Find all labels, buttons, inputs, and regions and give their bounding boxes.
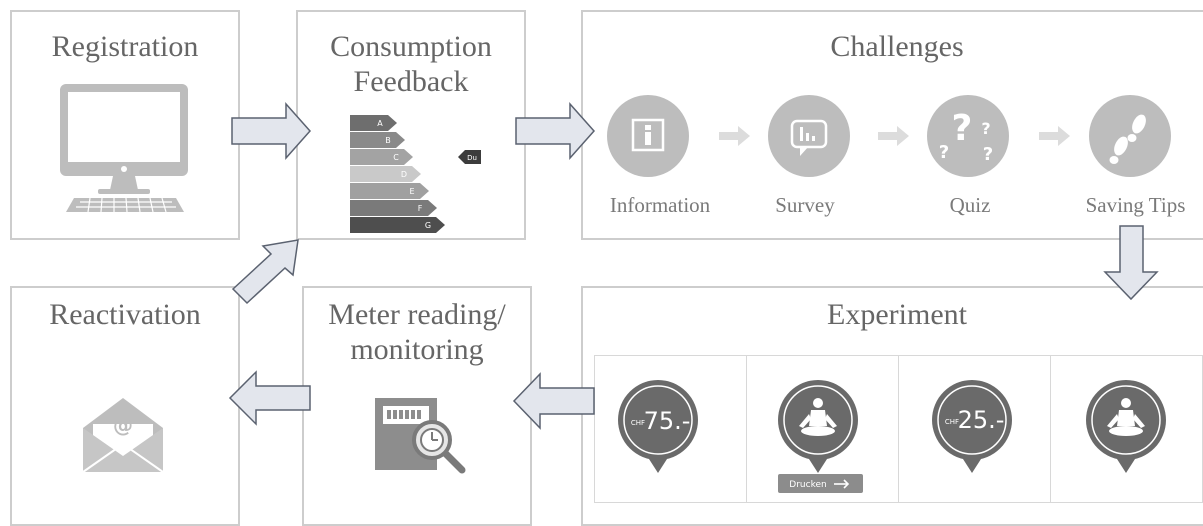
arrow-right-icon	[834, 479, 850, 489]
meter-reading-title-line2: monitoring	[350, 333, 484, 366]
arrow-consumption-to-challenges	[515, 102, 596, 160]
energy-label-chart: A B C D E F G Du	[350, 115, 481, 233]
svg-text:D: D	[401, 170, 407, 179]
drucken-button[interactable]: Drucken	[778, 474, 863, 493]
svg-text:25.-: 25.-	[958, 406, 1005, 434]
energy-class-f: F	[350, 200, 437, 216]
computer-icon	[60, 84, 188, 213]
consumption-feedback-title-line1: Consumption	[330, 30, 492, 63]
survey-chart-icon	[768, 95, 850, 177]
energy-class-e: E	[350, 183, 429, 199]
svg-text:?: ?	[981, 119, 990, 138]
experiment-title: Experiment	[827, 298, 967, 331]
magnifier-clock-icon	[412, 420, 466, 474]
challenge-label-saving-tips: Saving Tips	[1085, 193, 1186, 217]
arrow-challenges-to-experiment	[1103, 225, 1159, 301]
consumption-feedback-title-line2: Feedback	[353, 65, 469, 98]
svg-text:?: ?	[952, 108, 973, 149]
experiment-marker-meditation-2	[1086, 380, 1166, 473]
step-arrow-1	[719, 126, 750, 146]
experiment-marker-chf-75: CHF 75.-	[618, 380, 698, 473]
arrow-registration-to-consumption	[231, 102, 312, 160]
diagram-overlay: A B C D E F G Du	[60, 84, 1171, 493]
svg-text:E: E	[409, 187, 414, 196]
challenges-title: Challenges	[830, 30, 964, 63]
step-arrow-2	[878, 126, 909, 146]
svg-text:75.-: 75.-	[644, 407, 691, 435]
energy-class-g: G	[350, 217, 445, 233]
svg-text:C: C	[393, 153, 399, 162]
footprints-icon	[1089, 95, 1171, 177]
experiment-marker-meditation-1	[778, 380, 858, 473]
svg-text:?: ?	[983, 144, 993, 165]
energy-indicator-marker: Du	[458, 150, 481, 164]
meter-reading-title-line1: Meter reading/	[328, 298, 506, 331]
consumption-feedback-box: Consumption Feedback	[296, 10, 526, 240]
energy-class-a: A	[350, 115, 397, 131]
meter-reading-icon	[375, 398, 466, 474]
svg-text:Du: Du	[467, 154, 477, 162]
svg-text:?: ?	[939, 142, 949, 163]
svg-text:G: G	[425, 221, 431, 230]
svg-text:F: F	[418, 204, 423, 213]
step-arrow-3	[1039, 126, 1070, 146]
energy-class-b: B	[350, 132, 405, 148]
information-icon	[607, 95, 689, 177]
challenge-label-survey: Survey	[775, 193, 835, 217]
energy-class-c: C	[350, 149, 413, 165]
svg-text:B: B	[385, 136, 391, 145]
challenge-label-quiz: Quiz	[949, 193, 991, 217]
arrow-meter-to-reactivation	[228, 370, 311, 426]
registration-title: Registration	[51, 30, 199, 63]
challenge-label-information: Information	[609, 193, 711, 217]
experiment-marker-chf-25: CHF 25.-	[932, 380, 1012, 473]
svg-text:CHF: CHF	[631, 419, 645, 427]
svg-text:@: @	[113, 413, 133, 437]
svg-text:CHF: CHF	[945, 418, 959, 426]
email-envelope-icon: @	[82, 398, 164, 473]
question-marks-icon: ? ? ? ?	[927, 95, 1009, 177]
arrow-experiment-to-meter	[512, 372, 595, 430]
svg-text:A: A	[377, 119, 383, 128]
reactivation-title: Reactivation	[49, 298, 201, 331]
step-arrows	[719, 126, 1070, 146]
energy-class-d: D	[350, 166, 421, 182]
meditation-icon	[1107, 398, 1145, 436]
svg-text:Drucken: Drucken	[789, 480, 826, 490]
meditation-icon	[799, 398, 837, 436]
arrow-reactivation-to-consumption	[231, 239, 299, 305]
